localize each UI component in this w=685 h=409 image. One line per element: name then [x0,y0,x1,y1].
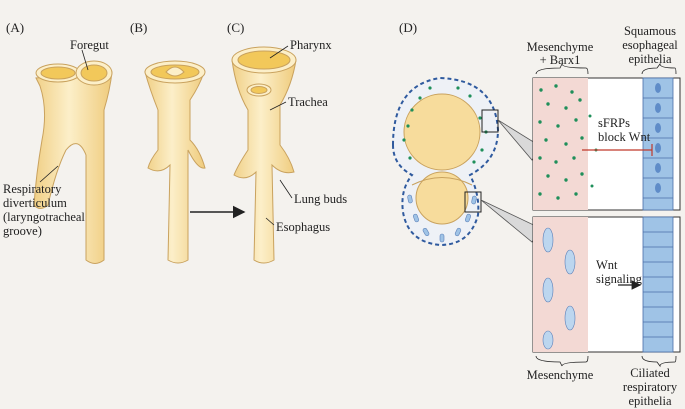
panel-label-b: (B) [130,20,148,35]
label-mesenchyme-barx1-2: + Barx1 [539,53,581,67]
label-wnt-1: Wnt [596,258,618,272]
panel-a-foregut-tube [33,60,113,264]
label-wnt-2: signaling [596,272,642,286]
panel-label-a: (A) [6,20,25,35]
label-squamous-3: epithelia [628,52,672,66]
label-lung-buds: Lung buds [294,192,348,206]
label-esophagus: Esophagus [276,220,331,234]
panel-label-c: (C) [227,20,245,35]
label-ciliated-2: respiratory [622,380,678,394]
label-foregut: Foregut [70,38,109,52]
label-sfrps-1: sFRPs [598,116,630,130]
label-squamous-2: esophageal [622,38,678,52]
esophageal-tissue-box [532,77,681,211]
label-pharynx: Pharynx [290,38,332,52]
panel-label-d: (D) [399,20,418,35]
panel-c-pharynx-trachea-esophagus [231,46,297,264]
respiratory-tissue-box [532,216,681,353]
label-mesenchyme-barx1-1: Mesenchyme [526,40,594,54]
panel-b-separating-tube [144,60,206,264]
callout-lower [480,199,541,243]
label-ciliated-3: epithelia [628,394,672,408]
label-ciliated-1: Ciliated [630,366,670,380]
label-respiratory-4: groove) [3,224,42,238]
cross-section [391,76,500,247]
label-squamous-1: Squamous [623,24,677,38]
label-mesenchyme: Mesenchyme [526,368,594,382]
label-trachea: Trachea [288,95,328,109]
label-respiratory-1: Respiratory [3,182,62,196]
label-respiratory-2: diverticulum [3,196,67,210]
leader-lines-abc [39,45,293,226]
label-sfrps-2: block Wnt [598,130,651,144]
label-respiratory-3: (laryngotracheal [3,210,85,224]
